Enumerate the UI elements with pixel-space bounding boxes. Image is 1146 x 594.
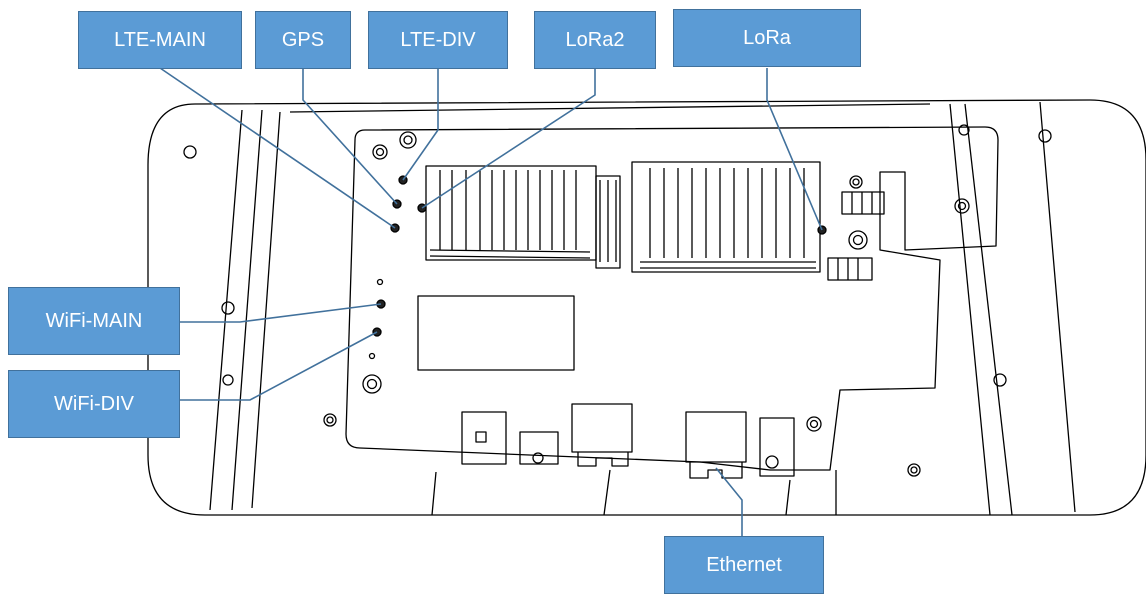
leader-lte-div — [402, 68, 439, 181]
label-gps: GPS — [255, 11, 351, 69]
label-lte-main: LTE-MAIN — [78, 11, 242, 69]
pcb-outline — [345, 126, 999, 471]
heatsink-right — [631, 161, 821, 273]
leader-wifi-div — [180, 331, 378, 401]
sim-slot — [461, 411, 507, 465]
label-lte-div: LTE-DIV — [368, 11, 508, 69]
leader-lora2 — [421, 68, 596, 209]
pcb-screw — [362, 374, 382, 394]
pin-header — [827, 257, 873, 281]
rj45-port-left — [571, 403, 633, 453]
pcb-screw — [907, 463, 921, 477]
leader-lte-main — [159, 67, 396, 229]
dc-jack — [759, 417, 795, 477]
mount-hole — [958, 124, 970, 136]
pcb-screw — [954, 198, 970, 214]
mount-hole — [993, 373, 1007, 387]
housing-top-inner — [289, 103, 931, 113]
pcb-screw — [323, 413, 337, 427]
housing-right-rail — [949, 101, 1076, 516]
mount-hole — [183, 145, 197, 159]
pin-header — [841, 191, 885, 215]
pcb-screw — [848, 230, 868, 250]
pcb-screw — [849, 175, 863, 189]
dc-jack-small — [519, 431, 559, 465]
label-lora: LoRa — [673, 9, 861, 67]
mount-hole — [221, 301, 235, 315]
enclosure-outline — [147, 99, 1146, 516]
mount-hole — [222, 374, 234, 386]
leader-ethernet — [715, 467, 743, 536]
pcb-screw — [806, 416, 822, 432]
display-window — [417, 295, 575, 371]
pcb-screw — [372, 144, 388, 160]
leader-lora — [766, 68, 823, 231]
mount-hole — [1038, 129, 1052, 143]
label-wifi-main: WiFi-MAIN — [8, 287, 180, 355]
label-lora2: LoRa2 — [534, 11, 656, 69]
label-ethernet: Ethernet — [664, 536, 824, 594]
m2-slot-left — [595, 175, 621, 269]
label-wifi-div: WiFi-DIV — [8, 370, 180, 438]
rj45-port-ethernet — [685, 411, 747, 463]
leader-gps — [302, 68, 398, 205]
pcb-screw — [399, 131, 417, 149]
leader-wifi-main — [180, 303, 382, 323]
housing-left-rail — [209, 109, 281, 511]
